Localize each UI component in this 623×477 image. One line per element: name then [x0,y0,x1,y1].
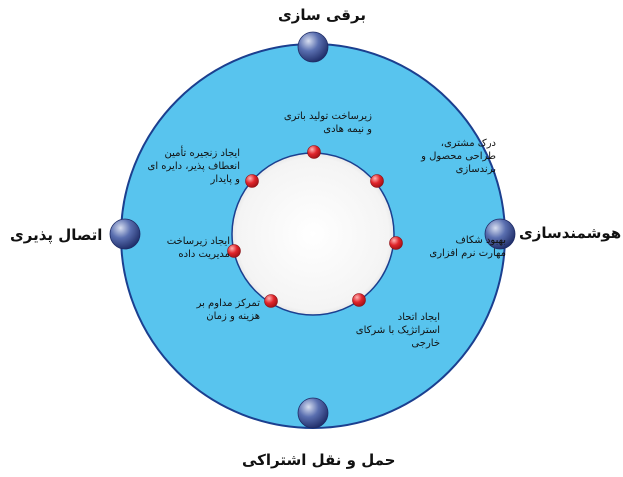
node-left [109,218,141,250]
dot-data-infrastructure [227,244,241,258]
outer-label-right: هوشمندسازی [519,224,622,242]
dot-cost-time-focus [264,294,278,308]
node-top [297,31,329,63]
item-label-strategic-alliance: ایجاد اتحاد استراتژیک با شرکای خارجی [355,312,440,349]
outer-label-bottom: حمل و نقل اشتراکی [242,451,396,469]
item-label-supply-chain: ایجاد زنجیره تأمین انعطاف پذیر، دایره ای… [147,148,240,185]
item-label-cost-time-focus: تمرکز مداوم بر هزینه و زمان [196,298,260,322]
outer-label-top: برقی سازی [278,6,366,24]
node-right [484,218,516,250]
dot-battery-infrastructure [307,145,321,159]
item-label-data-infrastructure: ایجاد زیرساخت مدیریت داده [166,236,230,260]
item-label-battery-infrastructure: زیرساخت تولید باتری و نیمه هادی [283,111,372,135]
dot-customer-understanding [370,174,384,188]
node-bottom [297,397,329,429]
outer-label-left: اتصال پذیری [10,226,103,244]
dot-strategic-alliance [352,293,366,307]
dot-software-skills [389,236,403,250]
item-label-software-skills: بهبود شکاف مهارت نرم افزاری [429,235,506,259]
item-label-customer-understanding: درک مشتری، طراحی محصول و برندسازی [421,138,496,175]
dot-supply-chain [245,174,259,188]
